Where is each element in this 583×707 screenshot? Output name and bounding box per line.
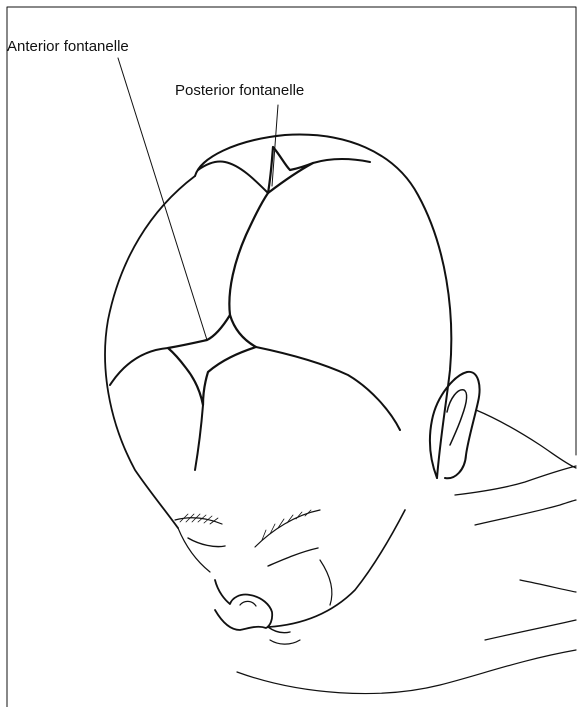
shoulder-bottom-curve — [485, 620, 576, 640]
left-eyebrow — [175, 518, 222, 524]
shoulder-lower — [455, 466, 576, 495]
shoulder-crease — [475, 500, 576, 525]
cheek-line — [320, 560, 332, 605]
face-side-line — [178, 528, 210, 572]
chin — [270, 640, 300, 644]
right-eye — [268, 548, 318, 566]
coronal-suture-right — [256, 347, 400, 430]
figure-frame — [7, 7, 576, 707]
coronal-suture-left — [110, 348, 168, 385]
sagittal-suture — [229, 193, 268, 315]
shoulder-bottom-right — [520, 580, 576, 592]
posterior-fontanelle-label: Posterior fontanelle — [175, 83, 304, 98]
anterior-fontanelle — [168, 315, 256, 405]
nose — [215, 580, 272, 630]
mouth — [268, 627, 290, 633]
anterior-fontanelle-label: Anterior fontanelle — [7, 39, 129, 54]
posterior-leader-line — [272, 105, 278, 186]
right-eyebrow — [255, 510, 320, 547]
lambdoid-suture-right — [313, 159, 370, 163]
head-outline — [195, 135, 451, 478]
left-eye — [188, 538, 225, 547]
frontal-suture — [195, 405, 203, 470]
shoulder-upper — [476, 410, 576, 468]
lambdoid-suture-left — [198, 162, 268, 193]
ear-inner — [447, 390, 467, 445]
ear-outline — [430, 372, 480, 478]
chin-shoulder-line — [237, 650, 576, 694]
nose-nostril — [240, 601, 256, 606]
anterior-leader-line — [118, 58, 207, 340]
left-eyebrow-hair-1 — [180, 514, 218, 524]
face-lower-outline — [268, 510, 405, 627]
